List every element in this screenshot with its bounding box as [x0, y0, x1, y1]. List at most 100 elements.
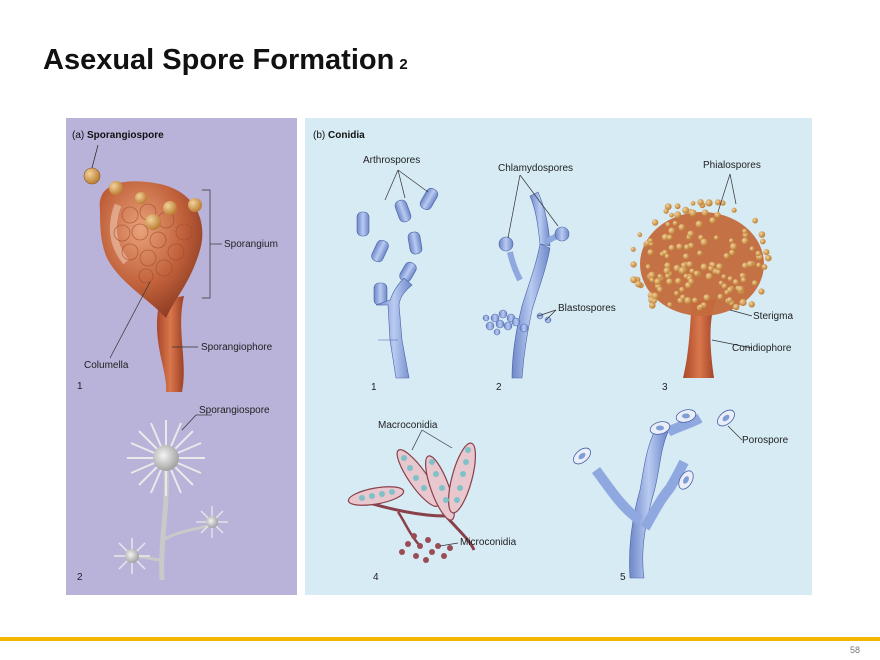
phialospore-dot	[729, 238, 734, 244]
phialospore-dot	[654, 278, 661, 285]
phialospore-dot	[689, 268, 695, 274]
phialospore-dot	[703, 294, 711, 301]
phialospore-dot	[678, 267, 686, 275]
panel-b-title: Conidia	[328, 130, 365, 141]
phialospore-dot	[742, 228, 748, 234]
panel-a-letter: (a)	[72, 130, 85, 141]
label-macroconidia: Macroconidia	[378, 420, 438, 431]
page-number: 58	[849, 645, 860, 655]
label-blastospores: Blastospores	[558, 303, 616, 314]
phialospore-dot	[668, 244, 675, 251]
phialospore-dot	[689, 209, 697, 217]
phialospore-dot	[727, 286, 734, 293]
phialospore-dot	[637, 232, 643, 238]
panel-b-number-1: 1	[371, 382, 377, 393]
phialospore-dot	[674, 290, 680, 296]
label-arthrospores: Arthrospores	[363, 155, 421, 166]
phialospore-dot	[721, 283, 728, 289]
sporangium-sac	[99, 181, 203, 318]
label-chlamydospores: Chlamydospores	[498, 163, 574, 174]
phialospore-dot	[681, 262, 687, 269]
label-microconidia: Microconidia	[460, 537, 517, 548]
phialospore-dot	[739, 298, 747, 307]
phialospore-dot	[749, 246, 755, 252]
phialospore-dot	[688, 278, 695, 285]
panel-b-number-5: 5	[620, 572, 626, 583]
phialospore-dot	[717, 293, 724, 300]
panel-b-number-4: 4	[373, 572, 379, 583]
phialospore-dot	[732, 279, 739, 285]
phialospore-dot	[664, 262, 671, 269]
phialospore-dot	[710, 262, 716, 268]
phialospore-dot	[679, 286, 685, 293]
phialospore-dot	[700, 263, 708, 271]
phialospore-dot	[651, 298, 658, 304]
phialospore-dot	[692, 297, 698, 304]
slide-title-text: Asexual Spore Formation	[43, 44, 395, 76]
phialospore-dot	[721, 274, 727, 279]
phialospore-dot	[748, 301, 755, 308]
phialospore-dot	[755, 250, 761, 257]
phialospore-dot	[645, 264, 651, 270]
panel-a-number-2: 2	[77, 572, 83, 583]
phialospore-dot	[669, 212, 674, 218]
phialospore-dot	[705, 272, 713, 280]
macroconidia-figure	[347, 429, 477, 563]
sporangiophore-stalk	[156, 296, 184, 392]
phialospore-dot	[647, 238, 653, 244]
phialospore-dot	[740, 277, 747, 283]
phialospore-dot	[649, 302, 656, 309]
sporangium-figure	[83, 144, 222, 392]
panel-b-heading: (b) Conidia	[313, 130, 365, 141]
phialospore-dot	[718, 280, 724, 286]
phialospore-dot	[737, 285, 744, 293]
phialospore-dot	[741, 237, 749, 245]
panel-a-title: Sporangiospore	[87, 130, 164, 141]
phialospore-dot	[684, 297, 692, 304]
phialospore-dot	[665, 273, 671, 279]
footer-accent-rule	[0, 637, 880, 641]
phialospore-dot	[693, 270, 700, 277]
phialospore-dot	[723, 253, 730, 259]
phialospore-dot	[651, 219, 659, 226]
phialospore-dot	[695, 220, 703, 228]
phialospore-dot	[752, 280, 758, 286]
phialospore-dot	[657, 273, 663, 279]
panel-a-heading: (a) Sporangiospore	[72, 130, 164, 141]
phialospore-dot	[701, 209, 709, 216]
label-sporangium: Sporangium	[224, 239, 278, 250]
arthrospores-figure	[356, 169, 439, 379]
phialospore-dot	[752, 217, 758, 224]
phialospore-dot	[630, 246, 636, 252]
label-conidiophore: Conidiophore	[732, 343, 792, 354]
phialospore-dot	[713, 235, 719, 241]
phialospore-dot	[698, 304, 704, 310]
label-columella: Columella	[84, 360, 129, 371]
phialospore-dot	[758, 288, 765, 295]
phialospore-dot	[730, 243, 737, 250]
label-sporangiophore: Sporangiophore	[201, 342, 273, 353]
phialospore-dot	[739, 272, 746, 279]
phialospore-dot	[683, 253, 689, 260]
phialospore-dot	[697, 199, 704, 206]
phialospore-dot	[763, 249, 770, 256]
phialospore-dot	[682, 206, 690, 214]
phialospore-dot	[686, 261, 693, 268]
phialospore-dot	[697, 250, 703, 256]
phialospore-dot	[761, 264, 768, 270]
phialospore-dot	[663, 267, 671, 275]
phialospore-dot	[657, 286, 663, 293]
phialospore-dot	[690, 200, 696, 206]
phialospore-dot	[759, 238, 766, 245]
label-phialospores: Phialospores	[703, 160, 761, 171]
sporangia-grey-figure	[114, 414, 228, 581]
phialospore-dot	[731, 207, 737, 213]
panel-b-letter: (b)	[313, 130, 326, 141]
phialospore-dot	[705, 199, 713, 207]
phialospore-dot	[674, 211, 682, 219]
phialospore-dot	[756, 262, 762, 268]
porospore-figure	[573, 409, 743, 579]
phialospore-dot	[665, 222, 671, 227]
chlamydospores-figure	[482, 174, 570, 379]
